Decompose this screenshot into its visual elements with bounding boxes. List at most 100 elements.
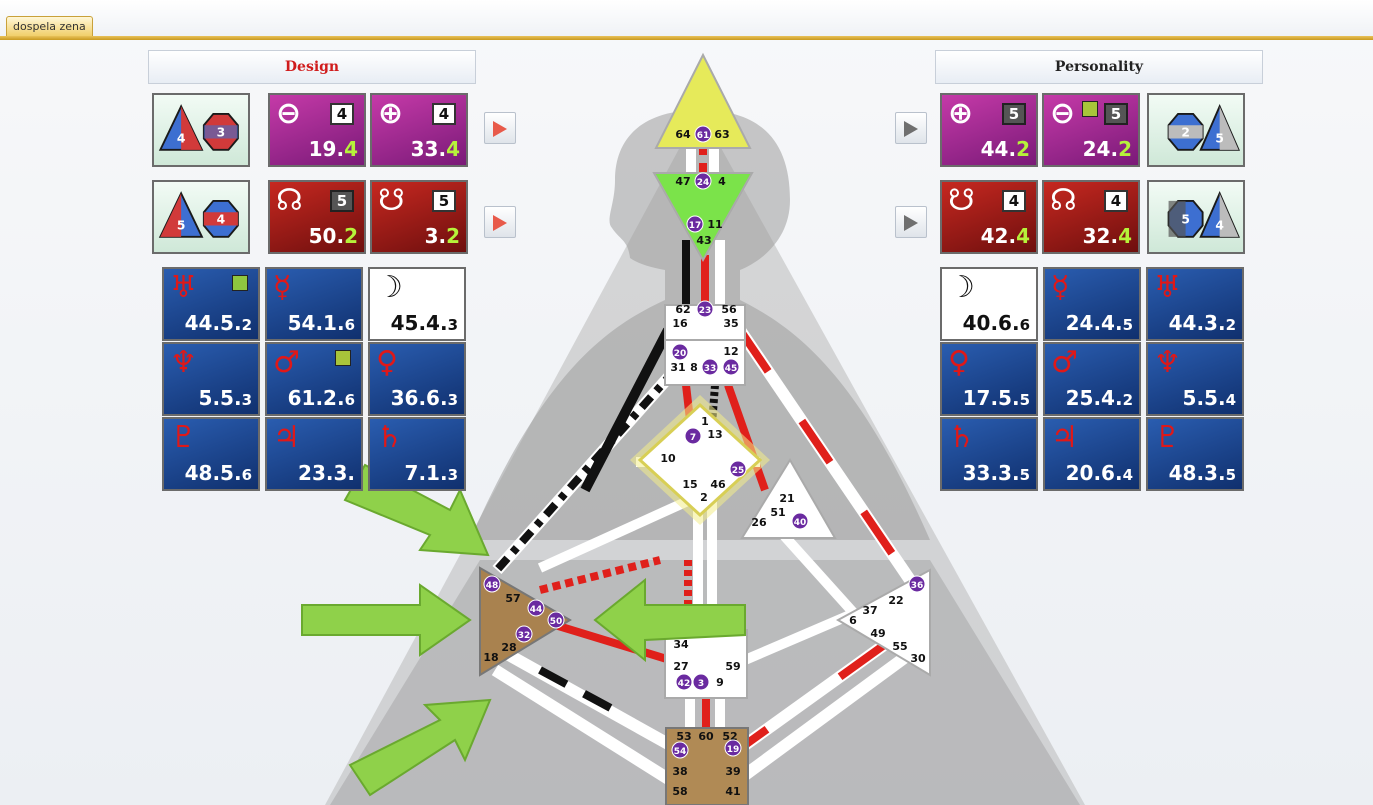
personality-mars-cell[interactable]: ♂25.4.2 [1043, 342, 1141, 416]
gate-24[interactable]: 24 [697, 178, 710, 188]
personality-uranus-cell[interactable]: ♅44.3.2 [1146, 267, 1244, 341]
personality-arrow-button-2[interactable] [895, 206, 927, 238]
gate-value: 5.5.4 [1183, 386, 1236, 410]
gate-63[interactable]: 63 [714, 128, 729, 141]
gate-56[interactable]: 56 [721, 303, 737, 316]
design-uranus-cell[interactable]: ♅44.5.2 [162, 267, 260, 341]
personality-moon-cell[interactable]: ☽40.6.6 [940, 267, 1038, 341]
gate-42[interactable]: 42 [678, 679, 691, 689]
line-number: 2 [344, 224, 358, 248]
design-neptune-cell[interactable]: ♆5.5.3 [162, 342, 260, 416]
design-moon-cell[interactable]: ☽45.4.3 [368, 267, 466, 341]
gate-61[interactable]: 61 [697, 131, 710, 141]
personality-earth-cell[interactable]: ⊖ 5 24.2 [1042, 93, 1140, 167]
personality-variable-arrows-2[interactable]: 5 4 [1147, 180, 1245, 254]
gate-12[interactable]: 12 [723, 345, 738, 358]
gate-20[interactable]: 20 [674, 349, 687, 359]
personality-venus-cell[interactable]: ♀17.5.5 [940, 342, 1038, 416]
gate-32[interactable]: 32 [518, 631, 531, 641]
gate-53[interactable]: 53 [676, 730, 691, 743]
gate-19[interactable]: 19 [727, 745, 740, 755]
gate-16[interactable]: 16 [672, 317, 688, 330]
design-variable-arrows-2[interactable]: 5 4 [152, 180, 250, 254]
gate-62[interactable]: 62 [675, 303, 690, 316]
gate-43[interactable]: 43 [696, 234, 711, 247]
gate-34[interactable]: 34 [673, 638, 689, 651]
personality-pluto-cell[interactable]: ♇48.3.5 [1146, 417, 1244, 491]
gate-49[interactable]: 49 [870, 627, 885, 640]
gate-35[interactable]: 35 [723, 317, 738, 330]
gate-38[interactable]: 38 [672, 765, 687, 778]
design-north-node-cell[interactable]: ☊ 5 50.2 [268, 180, 366, 254]
gate-50[interactable]: 50 [550, 617, 563, 627]
triangle-number: 4 [1215, 218, 1224, 232]
gate-27[interactable]: 27 [673, 660, 688, 673]
gate-64[interactable]: 64 [675, 128, 691, 141]
gate-11[interactable]: 11 [707, 218, 722, 231]
design-earth-cell[interactable]: ⊖ 4 19.4 [268, 93, 366, 167]
design-saturn-cell[interactable]: ♄7.1.3 [368, 417, 466, 491]
gate-30[interactable]: 30 [910, 652, 926, 665]
gate-9[interactable]: 9 [716, 676, 724, 689]
personality-sun-cell[interactable]: ⊕ 5 44.2 [940, 93, 1038, 167]
arrow-right-icon [493, 215, 507, 231]
gate-15[interactable]: 15 [682, 478, 697, 491]
gate-41[interactable]: 41 [725, 785, 740, 798]
gate-40[interactable]: 40 [794, 518, 807, 528]
personality-neptune-cell[interactable]: ♆5.5.4 [1146, 342, 1244, 416]
gate-55[interactable]: 55 [892, 640, 907, 653]
gate-8[interactable]: 8 [690, 361, 698, 374]
gate-6[interactable]: 6 [849, 614, 857, 627]
design-mars-cell[interactable]: ♂61.2.6 [265, 342, 363, 416]
design-arrow-button-2[interactable] [484, 206, 516, 238]
gate-47[interactable]: 47 [675, 175, 690, 188]
gate-45[interactable]: 45 [725, 364, 738, 374]
gate-44[interactable]: 44 [530, 605, 543, 615]
gate-60[interactable]: 60 [698, 730, 714, 743]
gate-18[interactable]: 18 [483, 651, 498, 664]
gate-33[interactable]: 33 [704, 364, 717, 374]
design-south-node-cell[interactable]: ☋ 5 3.2 [370, 180, 468, 254]
gate-13[interactable]: 13 [707, 428, 722, 441]
personality-arrow-button-1[interactable] [895, 112, 927, 144]
design-pluto-cell[interactable]: ♇48.5.6 [162, 417, 260, 491]
gate-7[interactable]: 7 [690, 433, 696, 443]
gate-17[interactable]: 17 [689, 221, 702, 231]
design-variable-arrows-1[interactable]: 4 3 [152, 93, 250, 167]
gate-10[interactable]: 10 [660, 452, 676, 465]
personality-saturn-cell[interactable]: ♄33.3.5 [940, 417, 1038, 491]
design-sun-cell[interactable]: ⊕ 4 33.4 [370, 93, 468, 167]
gate-28[interactable]: 28 [501, 641, 516, 654]
gate-37[interactable]: 37 [862, 604, 877, 617]
gate-4[interactable]: 4 [718, 175, 726, 188]
design-mercury-cell[interactable]: ☿54.1.6 [265, 267, 363, 341]
gate-2[interactable]: 2 [700, 491, 708, 504]
gate-36[interactable]: 36 [911, 581, 924, 591]
gate-31[interactable]: 31 [670, 361, 685, 374]
gate-22[interactable]: 22 [888, 594, 903, 607]
gate-59[interactable]: 59 [725, 660, 740, 673]
gate-26[interactable]: 26 [751, 516, 767, 529]
gate-23[interactable]: 23 [699, 306, 712, 316]
gate-58[interactable]: 58 [672, 785, 687, 798]
gate-3[interactable]: 3 [698, 679, 704, 689]
personality-south-node-cell[interactable]: ☋ 4 42.4 [940, 180, 1038, 254]
gate-51[interactable]: 51 [770, 506, 785, 519]
gate-57[interactable]: 57 [505, 592, 520, 605]
design-jupiter-cell[interactable]: ♃23.3. [265, 417, 363, 491]
gate-46[interactable]: 46 [710, 478, 726, 491]
gate-25[interactable]: 25 [732, 466, 745, 476]
variable-icons: 5 4 [154, 182, 248, 252]
gate-21[interactable]: 21 [779, 492, 794, 505]
gate-48[interactable]: 48 [486, 581, 499, 591]
gate-39[interactable]: 39 [725, 765, 740, 778]
personality-mercury-cell[interactable]: ☿24.4.5 [1043, 267, 1141, 341]
personality-jupiter-cell[interactable]: ♃20.6.4 [1043, 417, 1141, 491]
gate-54[interactable]: 54 [674, 747, 687, 757]
gate-value: 48.3.5 [1169, 461, 1236, 485]
personality-variable-arrows-1[interactable]: 2 5 [1147, 93, 1245, 167]
design-arrow-button-1[interactable] [484, 112, 516, 144]
gate-1[interactable]: 1 [701, 415, 709, 428]
personality-north-node-cell[interactable]: ☊ 4 32.4 [1042, 180, 1140, 254]
design-venus-cell[interactable]: ♀36.6.3 [368, 342, 466, 416]
